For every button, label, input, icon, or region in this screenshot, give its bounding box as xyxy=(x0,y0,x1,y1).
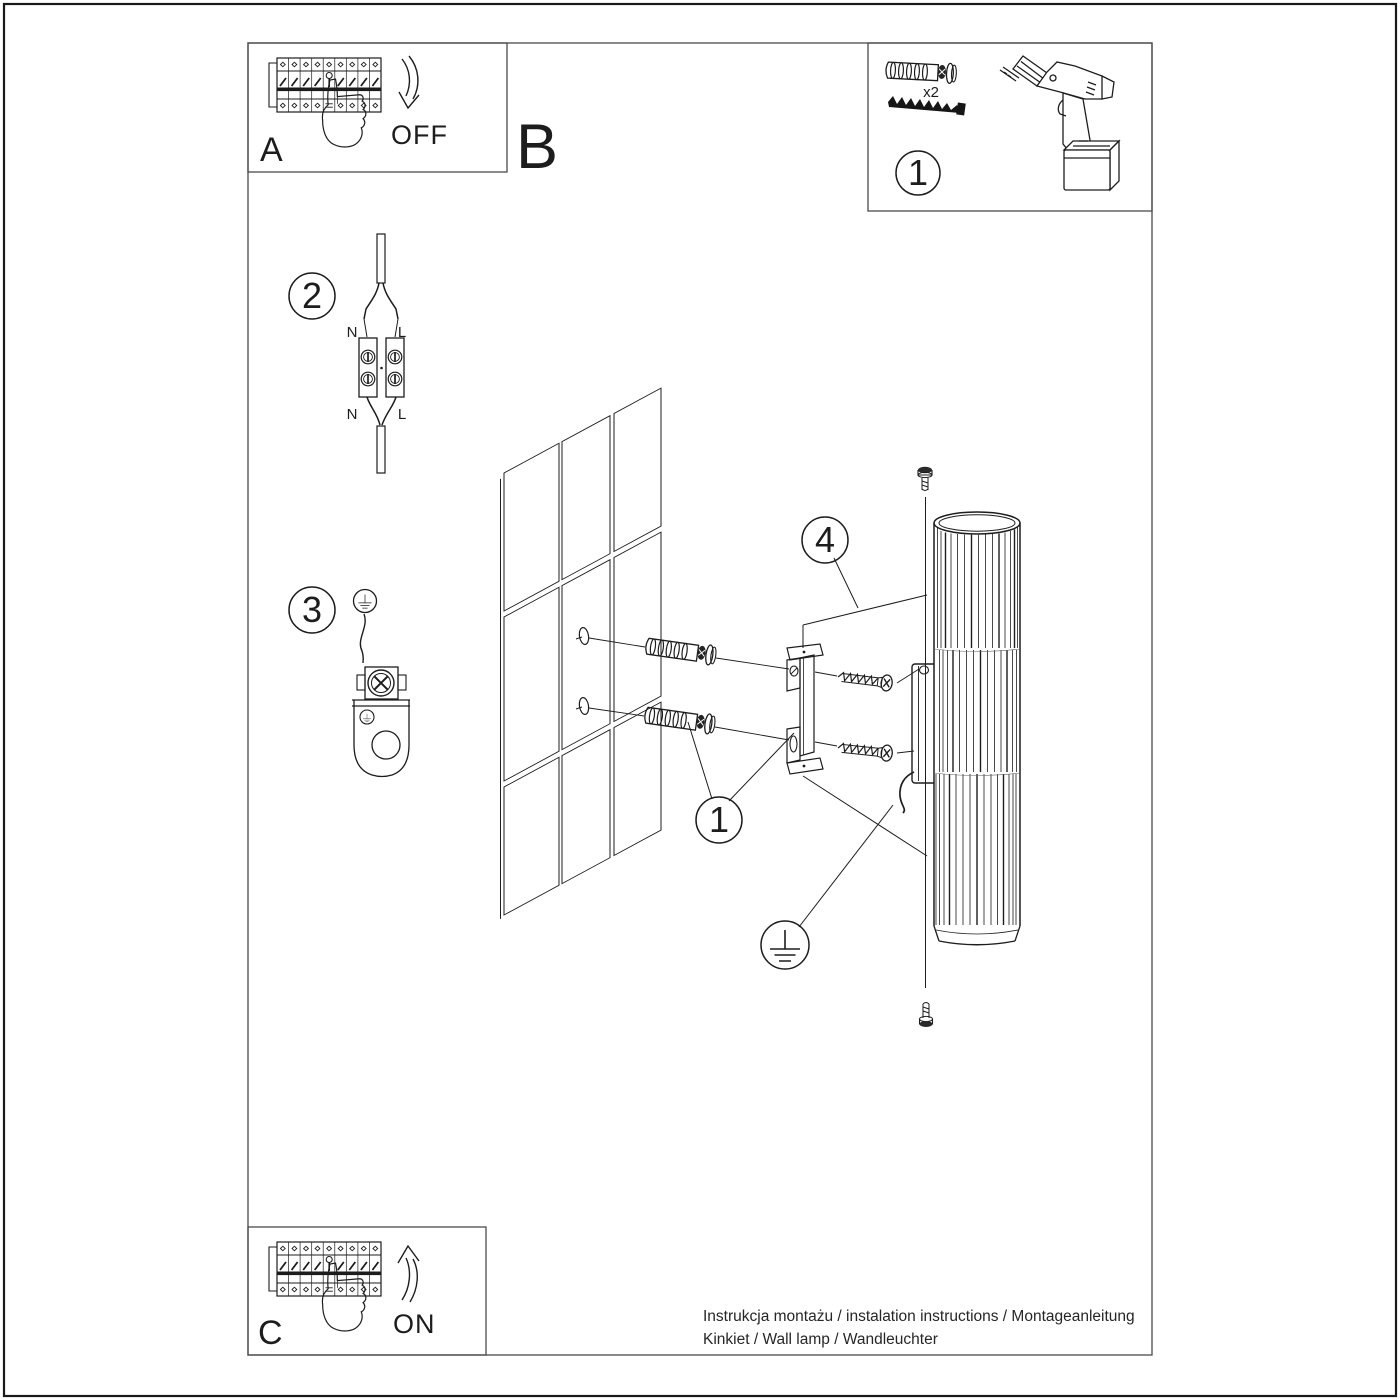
earth-bracket xyxy=(352,699,410,778)
guide-line xyxy=(588,707,645,717)
earth-terminal xyxy=(356,666,407,700)
anchor-quantity: x2 xyxy=(923,84,939,101)
panel-c: C ON xyxy=(258,1241,436,1352)
guide-line xyxy=(715,657,790,670)
wires-merge-bottom xyxy=(366,396,397,426)
guide-line xyxy=(814,671,838,677)
wires-split-top xyxy=(363,282,399,320)
footer-line2: Kinkiet / Wall lamp / Wandleuchter xyxy=(703,1331,938,1348)
section-b-label: B xyxy=(516,112,558,182)
toolbox-box xyxy=(867,42,1153,212)
terminal-block xyxy=(358,337,405,398)
footer-line1: Instrukcja montażu / instalation instruc… xyxy=(703,1308,1135,1325)
drill-icon xyxy=(999,55,1121,192)
step1-number: 1 xyxy=(709,799,729,840)
panel-c-action: ON xyxy=(393,1309,436,1339)
panel-c-label: C xyxy=(258,1314,283,1352)
wall-hole-top xyxy=(575,626,590,646)
label-l-top: L xyxy=(398,324,406,341)
earth-symbol-circle xyxy=(760,920,810,970)
step3-earth: 3 xyxy=(288,586,410,778)
lamp-body xyxy=(933,511,1021,946)
label-n-bottom: N xyxy=(347,406,358,423)
panel-a-action: OFF xyxy=(391,120,448,150)
earth-wire-hook xyxy=(899,771,915,814)
on-arrow-icon xyxy=(397,1244,420,1303)
screw-head xyxy=(956,102,966,116)
lamp-bottom-screw xyxy=(918,1002,934,1027)
step3-number: 3 xyxy=(302,589,322,630)
lamp-top-screw xyxy=(917,466,933,491)
panel-a: A OFF xyxy=(260,55,448,169)
annotation-leaders xyxy=(687,557,928,928)
mounting-bracket xyxy=(786,643,824,775)
guide-line xyxy=(896,750,915,754)
label-l-bottom: L xyxy=(398,406,406,423)
guide-line xyxy=(588,637,646,648)
step-circle-1-toolbox xyxy=(895,150,941,196)
panel-a-label: A xyxy=(260,131,283,169)
label-n-top: N xyxy=(347,324,358,341)
panel-c-box xyxy=(247,1226,487,1356)
screw-icon xyxy=(888,96,960,113)
section-b-frame xyxy=(247,42,1153,1356)
wall-hole-bottom xyxy=(575,696,590,716)
step2-wiring: 2 N L N L xyxy=(288,233,406,474)
toolbox-step-number: 1 xyxy=(908,152,928,193)
guide-line xyxy=(714,726,790,741)
off-arrow-icon xyxy=(398,55,420,110)
step4-number: 4 xyxy=(815,519,835,560)
earth-symbol-small xyxy=(352,588,378,614)
step-circle-3 xyxy=(288,586,336,634)
wall-tiles xyxy=(500,387,662,920)
step-circle-1-main xyxy=(695,796,743,844)
step-circle-2 xyxy=(288,272,336,320)
guide-line xyxy=(896,668,920,684)
assembly-view: 4 1 xyxy=(500,387,1021,1027)
step2-number: 2 xyxy=(302,275,322,316)
panel-a-box xyxy=(247,42,508,173)
step-circle-4 xyxy=(801,516,849,564)
cable-top xyxy=(376,233,386,284)
earth-wire xyxy=(359,613,366,664)
cable-bottom xyxy=(376,425,386,474)
guide-line xyxy=(814,741,838,747)
toolbox: x2 1 xyxy=(884,55,1121,196)
